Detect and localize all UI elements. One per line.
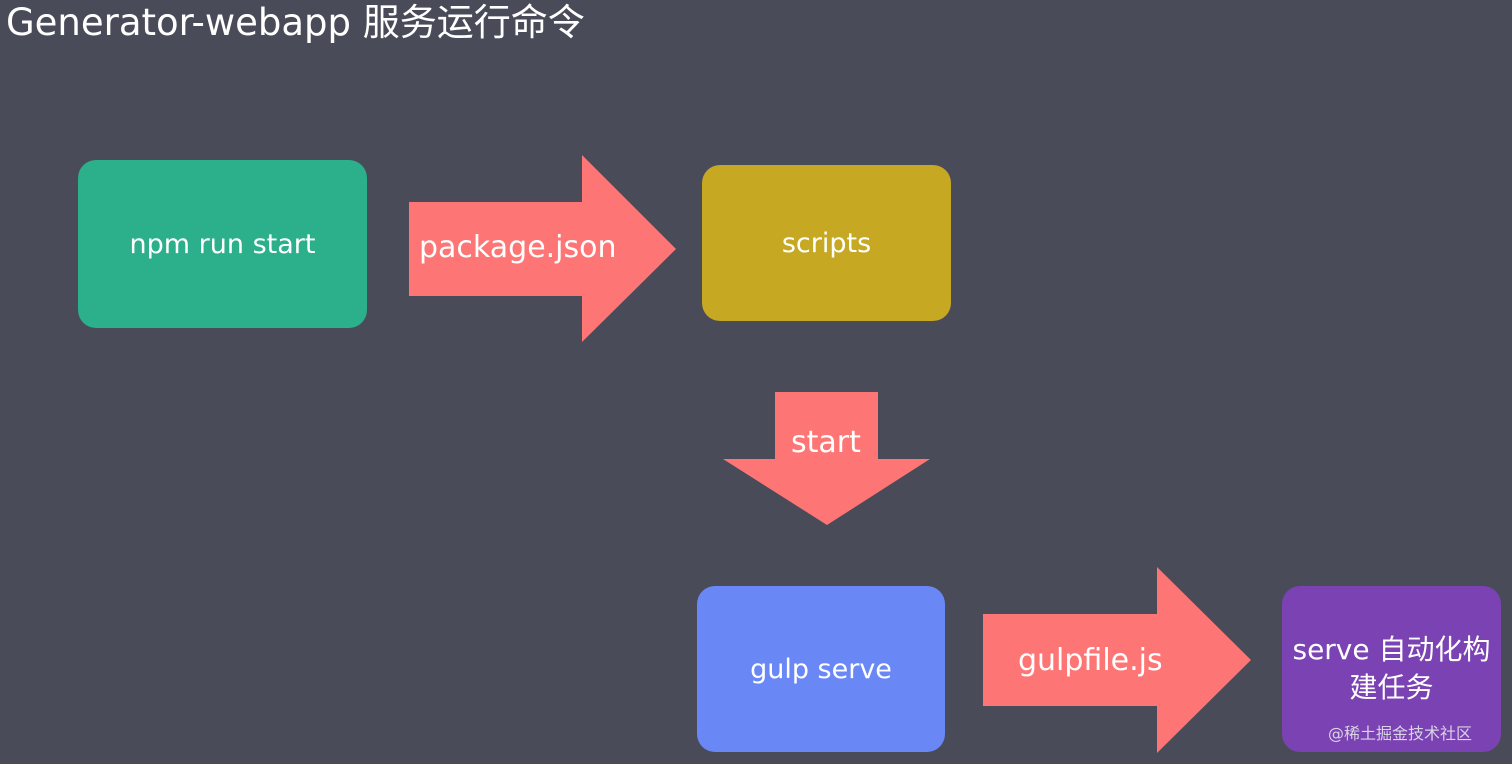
box-serve-label: serve 自动化构建任务 [1292,633,1491,704]
box-npm-run-start: npm run start [78,160,367,328]
arrow-right-package [409,155,676,342]
arrow-label-package: package.json [419,230,617,265]
box-scripts-label: scripts [781,227,872,259]
box-npm-label: npm run start [129,228,316,260]
arrow-label-start: start [791,425,861,460]
arrow-label-gulpfile: gulpfile.js [1018,643,1163,678]
arrow-right-gulpfile [983,567,1251,753]
box-scripts: scripts [702,165,951,321]
slide-title: Generator-webapp 服务运行命令 [6,1,585,44]
box-gulp-label: gulp serve [750,653,892,685]
box-serve-task: serve 自动化构建任务 [1282,586,1501,752]
watermark: @稀土掘金技术社区 [1328,724,1473,743]
arrow-down-start [723,392,930,525]
box-gulp-serve: gulp serve [697,586,945,752]
